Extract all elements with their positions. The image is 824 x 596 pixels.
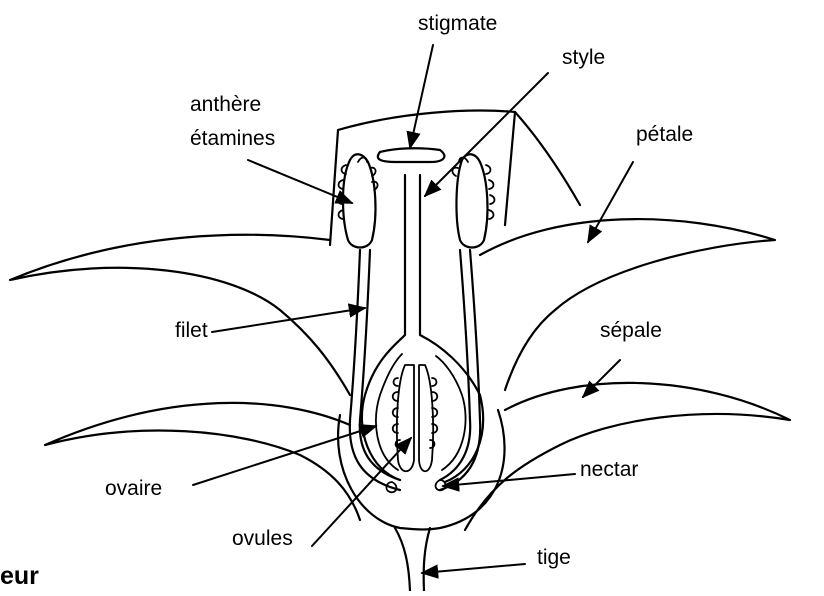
anther-right-pollen xyxy=(452,158,494,220)
arrow-sepale xyxy=(583,360,620,397)
stem xyxy=(395,528,410,591)
stem xyxy=(424,528,430,591)
sepal-right xyxy=(465,383,790,530)
sepal-left xyxy=(45,403,360,520)
placenta xyxy=(397,365,414,471)
receptacle xyxy=(330,111,580,245)
petal-left xyxy=(10,235,350,395)
caption-text: eur xyxy=(0,564,39,589)
arrow-tige xyxy=(422,564,525,573)
label-stigmate: stigmate xyxy=(418,13,497,34)
label-anthere: anthère xyxy=(190,94,261,115)
arrow-petale xyxy=(588,162,633,242)
label-ovules: ovules xyxy=(232,528,293,549)
arrow-filet xyxy=(212,308,365,332)
label-etamines: étamines xyxy=(190,128,275,149)
ovary-inner xyxy=(436,356,466,470)
label-style: style xyxy=(562,47,605,68)
petal-right xyxy=(480,219,775,390)
label-filet: filet xyxy=(175,320,208,341)
arrow-style xyxy=(425,73,548,196)
stigma xyxy=(378,148,445,162)
anther-right xyxy=(456,154,487,247)
label-nectar: nectar xyxy=(580,459,638,480)
receptacle xyxy=(505,112,515,225)
label-ovaire: ovaire xyxy=(105,478,162,499)
label-petale: pétale xyxy=(636,124,693,145)
placenta xyxy=(419,365,433,471)
arrow-stigmate xyxy=(410,45,433,148)
label-sepale: sépale xyxy=(600,320,662,341)
label-tige: tige xyxy=(537,547,571,568)
